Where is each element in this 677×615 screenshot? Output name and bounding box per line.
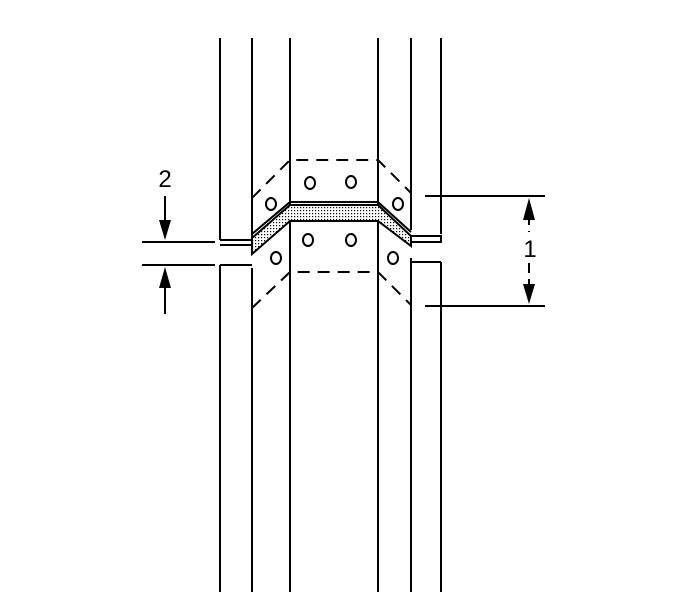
weld-hole-upper-left-2 xyxy=(345,175,357,189)
weld-hole-upper-side-left xyxy=(265,197,277,211)
dimension-2-arrowhead-down xyxy=(159,220,171,240)
weld-hole-upper-left-1 xyxy=(304,176,316,190)
right-joint-flange xyxy=(411,235,442,243)
upper-insert-outline xyxy=(251,159,412,199)
weld-hole-lower-left-1 xyxy=(302,233,314,247)
lower-insert-outline xyxy=(251,271,412,309)
weld-hole-upper-side-right xyxy=(392,197,404,211)
dimension-2-arrowhead-up xyxy=(159,267,171,288)
dimension-1-label: 1 xyxy=(523,236,536,263)
weld-hole-lower-side-left xyxy=(270,251,282,265)
sealant-band-upper-edge xyxy=(251,201,412,235)
weld-hole-lower-side-right xyxy=(387,251,399,265)
dimension-1-label-backdrop xyxy=(520,232,540,262)
dimension-1-arrowhead-down xyxy=(523,284,535,304)
dimension-1-arrowhead-up xyxy=(523,198,535,220)
dimension-2-label: 2 xyxy=(158,166,171,193)
dimension-2-indicator xyxy=(142,196,215,314)
weld-hole-lower-left-2 xyxy=(345,233,357,247)
sealant-band xyxy=(251,204,412,257)
